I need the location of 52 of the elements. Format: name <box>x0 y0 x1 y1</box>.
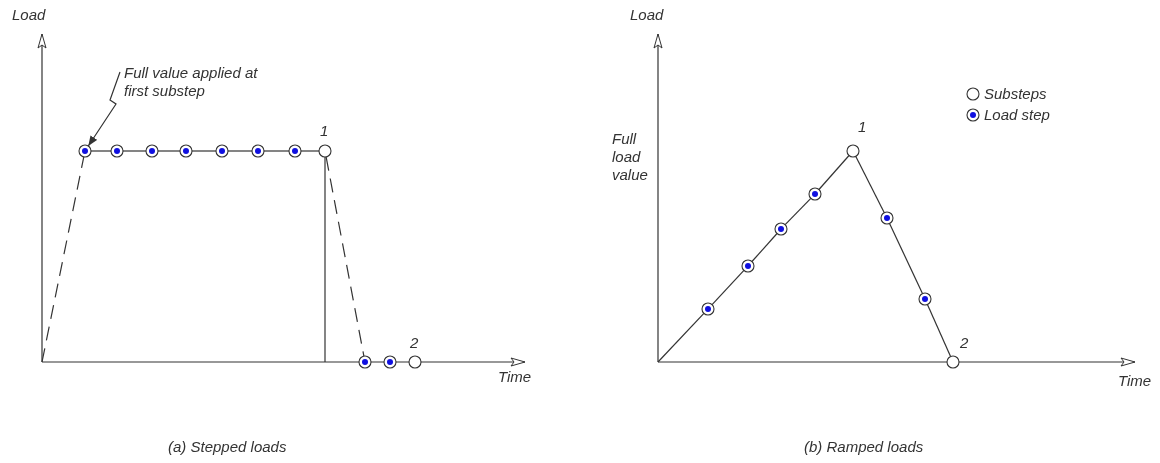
load-curve-segment <box>300 150 320 152</box>
callout-number: 1 <box>320 122 329 140</box>
load-curve-segment <box>657 312 705 363</box>
load-step-marker <box>179 144 193 158</box>
load-curve-segment <box>711 269 745 306</box>
load-curve-segment <box>784 197 812 226</box>
substep-marker <box>318 144 332 158</box>
callout-number: 2 <box>410 334 419 352</box>
load-curve-segment <box>191 150 217 152</box>
load-step-marker <box>78 144 92 158</box>
load-curve-segment <box>227 150 253 152</box>
axis-label: Load <box>12 6 46 24</box>
load-curve-segment <box>324 156 326 363</box>
load-step-marker <box>145 144 159 158</box>
load-curve-segment <box>818 154 850 191</box>
load-curve-segment <box>855 155 885 214</box>
load-step-marker <box>358 355 372 369</box>
load-step-marker <box>288 144 302 158</box>
caption: (a) Stepped loads <box>168 438 287 456</box>
load-step-marker <box>110 144 124 158</box>
substep-marker <box>408 355 422 369</box>
axis-label: Time <box>1118 372 1152 390</box>
load-curve-segment <box>325 156 365 357</box>
load-step-marker <box>383 355 397 369</box>
load-curve-segment <box>90 150 112 152</box>
load-curve-segment <box>751 232 778 263</box>
load-step-marker <box>880 211 894 225</box>
axis-label: Time <box>498 368 532 386</box>
load-curve-segment <box>157 150 181 152</box>
load-curve-segment <box>41 156 85 363</box>
substep-marker <box>846 144 860 158</box>
load-curve-segment <box>122 150 147 152</box>
substep-marker <box>946 355 960 369</box>
load-step-marker <box>215 144 229 158</box>
load-step-marker <box>808 187 822 201</box>
load-step-marker <box>251 144 265 158</box>
callout-number: 1 <box>858 118 867 136</box>
load-curve-segment <box>926 303 952 358</box>
load-curve-segment <box>888 222 924 295</box>
load-step-marker <box>741 259 755 273</box>
axis-label: Full load value <box>612 130 649 184</box>
load-step-marker <box>774 222 788 236</box>
load-curve-segment <box>263 150 290 152</box>
load-step-marker <box>918 292 932 306</box>
leader-line <box>87 71 121 147</box>
legend-label: Substeps <box>984 85 1047 103</box>
load-step-marker <box>701 302 715 316</box>
callout-number: 2 <box>960 334 969 352</box>
caption: (b) Ramped loads <box>804 438 924 456</box>
annotation-text: Full value applied at first substep <box>124 64 264 100</box>
axis-label: Load <box>630 6 664 24</box>
legend-label: Load step <box>984 106 1050 124</box>
